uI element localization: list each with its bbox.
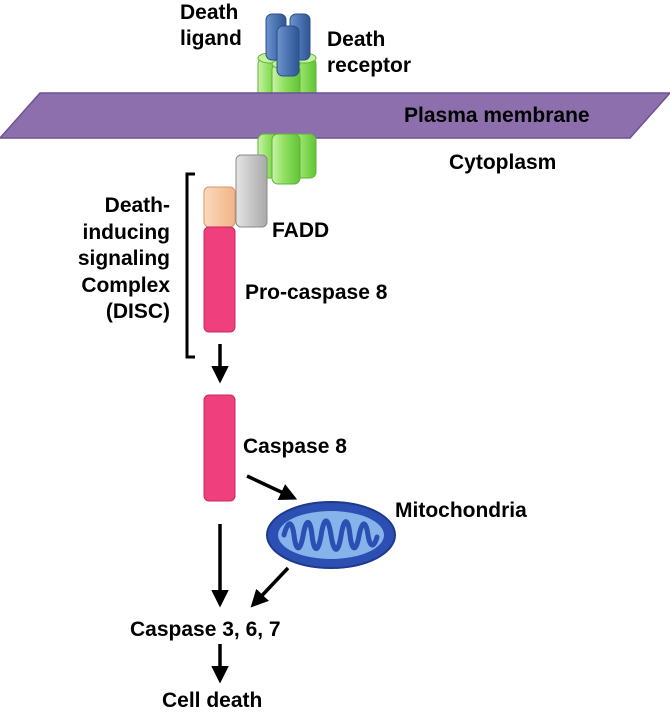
cell-death-label: Cell death xyxy=(162,689,263,712)
disc-label-line2: inducing xyxy=(82,220,171,244)
mitochondria-shape xyxy=(266,501,396,569)
death-receptor-lower xyxy=(257,133,317,185)
caspase-8-label: Caspase 8 xyxy=(243,435,347,458)
plasma-membrane-label: Plasma membrane xyxy=(404,104,590,127)
disc-bracket xyxy=(185,172,195,359)
death-ligand-shape xyxy=(265,13,311,77)
death-receptor-label: Death receptor xyxy=(327,27,411,79)
arrow-mitochondria-to-caspase367 xyxy=(250,566,290,608)
death-receptor-label-line1: Death xyxy=(327,28,386,51)
mitochondria-label: Mitochondria xyxy=(395,499,527,522)
disc-label-line4: Complex xyxy=(81,273,170,297)
arrow-caspase8-to-mitochondria xyxy=(246,474,298,500)
death-effector-domain-shape xyxy=(203,186,236,228)
pro-caspase-8-label: Pro-caspase 8 xyxy=(245,281,388,304)
fadd-shape xyxy=(235,154,268,228)
disc-label: Death- inducing signaling Complex (DISC) xyxy=(78,193,170,326)
plasma-membrane-shape xyxy=(0,92,670,139)
disc-label-line1: Death- xyxy=(104,194,170,217)
fadd-label: FADD xyxy=(272,219,330,242)
death-ligand-label-line1: Death xyxy=(180,1,239,24)
death-receptor-label-line2: receptor xyxy=(327,54,412,77)
cytoplasm-label: Cytoplasm xyxy=(449,151,557,174)
caspase-3-6-7-label: Caspase 3, 6, 7 xyxy=(130,618,281,641)
disc-label-line3: signaling xyxy=(77,247,170,270)
disc-label-line5: (DISC) xyxy=(105,300,170,323)
pro-caspase-8-shape xyxy=(203,226,236,333)
death-ligand-label: Death ligand xyxy=(180,0,242,52)
death-ligand-label-line2: ligand xyxy=(180,27,242,50)
caspase-8-shape xyxy=(203,394,236,502)
